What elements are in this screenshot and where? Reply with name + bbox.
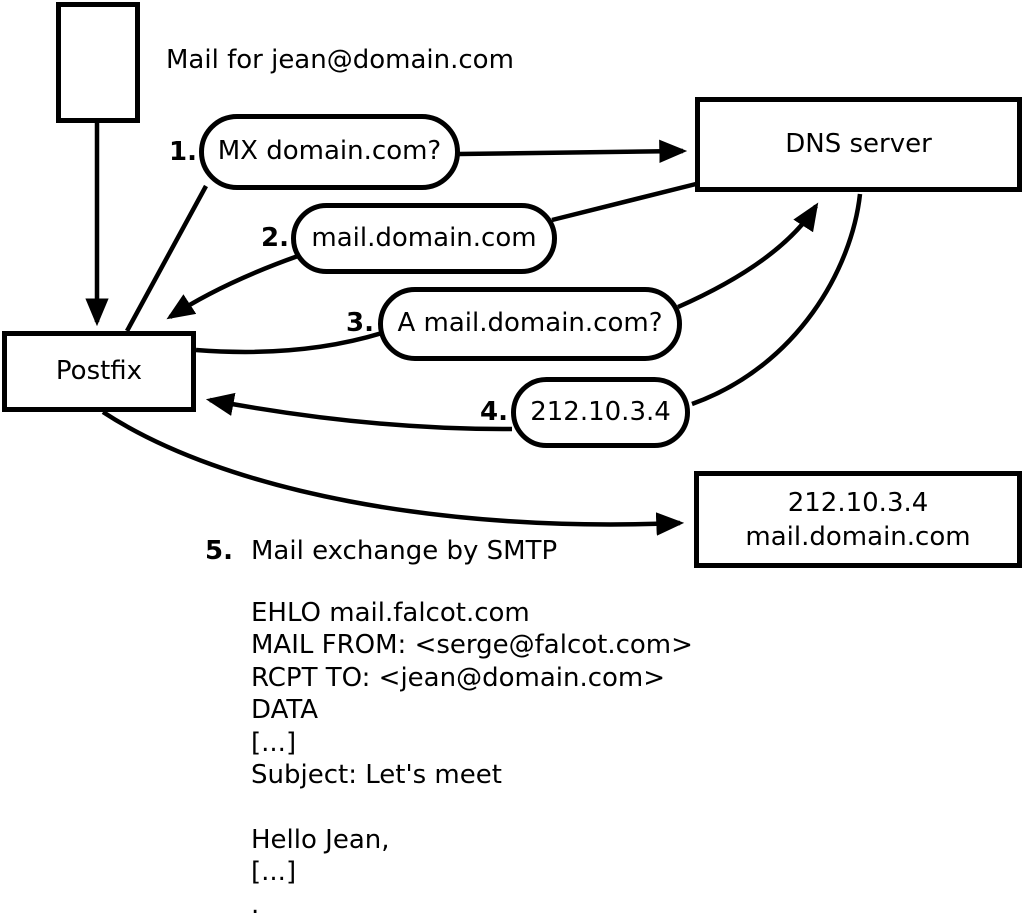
step4-answer-label: 212.10.3.4 xyxy=(530,396,671,427)
arrow-postfix-to-mailserver xyxy=(101,410,685,536)
line-dns-to-step4 xyxy=(691,193,863,407)
line-dns-to-step2 xyxy=(551,181,697,223)
step4-answer-pill: 212.10.3.4 xyxy=(511,377,690,448)
arrow-step3-to-dns xyxy=(677,202,819,310)
step5-label: Mail exchange by SMTP xyxy=(251,536,558,566)
step5-number: 5. xyxy=(205,536,233,566)
step3-query-pill: A mail.domain.com? xyxy=(378,287,682,361)
dns-server-box: DNS server xyxy=(695,97,1022,192)
postfix-label: Postfix xyxy=(55,355,143,386)
smtp-line-rcpt-to: RCPT TO: <jean@domain.com> xyxy=(251,662,666,693)
step3-query-label: A mail.domain.com? xyxy=(397,308,663,339)
smtp-line-hello: Hello Jean, xyxy=(251,824,390,855)
mail-server-hostname: mail.domain.com xyxy=(745,521,971,552)
incoming-mail-label: Mail for jean@domain.com xyxy=(166,45,514,75)
mail-server-ip: 212.10.3.4 xyxy=(787,487,929,518)
step3-number: 3. xyxy=(346,308,374,338)
smtp-line-ehlo: EHLO mail.falcot.com xyxy=(251,598,530,628)
arrow-step1-to-dns xyxy=(458,139,688,164)
step2-answer-pill: mail.domain.com xyxy=(291,203,557,274)
step2-number: 2. xyxy=(261,223,289,253)
mail-server-box: 212.10.3.4 mail.domain.com xyxy=(694,471,1022,568)
smtp-line-ellipsis-2: [...] xyxy=(251,857,297,888)
line-postfix-to-step3 xyxy=(195,330,383,355)
step2-answer-label: mail.domain.com xyxy=(311,222,537,253)
step1-query-label: MX domain.com? xyxy=(217,136,442,167)
step1-number: 1. xyxy=(169,137,197,167)
smtp-line-ellipsis-1: [...] xyxy=(251,727,297,758)
arrow-step4-to-postfix xyxy=(205,392,513,432)
smtp-line-mail-from: MAIL FROM: <serge@falcot.com> xyxy=(251,630,693,661)
incoming-mail-box xyxy=(56,2,140,123)
step1-query-pill: MX domain.com? xyxy=(199,114,460,190)
smtp-line-end-dot: . xyxy=(251,889,260,919)
line-postfix-to-step1 xyxy=(125,184,208,333)
smtp-line-subject: Subject: Let's meet xyxy=(251,759,502,790)
smtp-line-data: DATA xyxy=(251,695,318,726)
arrow-step2-to-postfix xyxy=(166,253,299,320)
smtp-transcript: EHLO mail.falcot.com MAIL FROM: <serge@f… xyxy=(251,597,693,919)
smtp-line-blank xyxy=(251,791,693,823)
dns-server-label: DNS server xyxy=(785,128,932,159)
postfix-box: Postfix xyxy=(2,331,196,412)
step4-number: 4. xyxy=(480,397,508,427)
